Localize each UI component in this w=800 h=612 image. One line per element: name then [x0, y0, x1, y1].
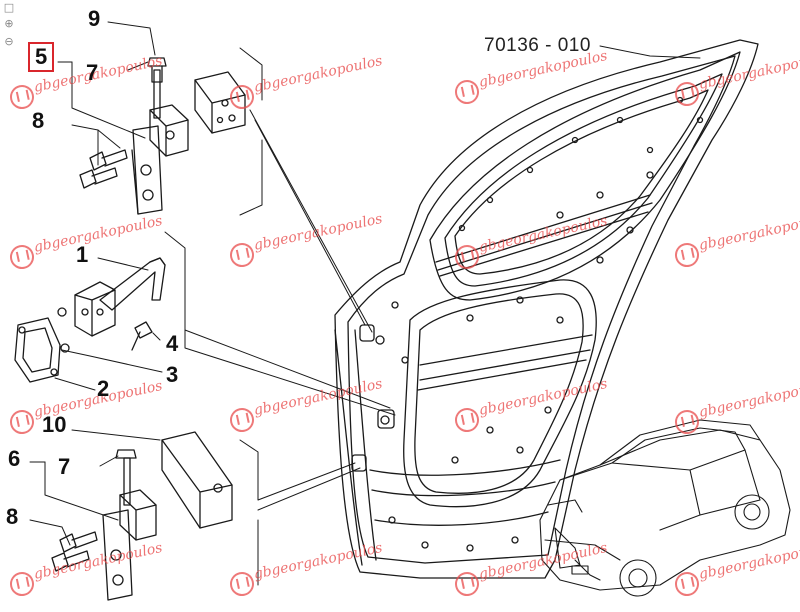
- zoom-out-icon[interactable]: ⊖: [4, 35, 14, 48]
- callout-8-upper[interactable]: 8: [32, 108, 45, 133]
- callout-5-highlighted[interactable]: 5: [28, 42, 55, 72]
- door-shell: [334, 39, 759, 579]
- upper-hinge-assembly: [79, 57, 246, 215]
- callout-2[interactable]: 2: [97, 376, 110, 401]
- callout-7-upper[interactable]: 7: [86, 60, 99, 85]
- fit-page-icon[interactable]: □: [3, 1, 15, 14]
- leader-lines: [29, 21, 701, 586]
- door-check-assembly: [14, 257, 166, 383]
- panel-holes: [375, 96, 704, 552]
- inner-panel-cutout: [403, 279, 597, 508]
- lower-hinge-assembly: [51, 431, 233, 601]
- zoom-in-icon[interactable]: ⊕: [4, 17, 14, 30]
- callout-1[interactable]: 1: [76, 242, 89, 267]
- callout-8-lower[interactable]: 8: [6, 504, 19, 529]
- vehicle-thumbnail: [539, 419, 791, 597]
- callout-4[interactable]: 4: [166, 331, 179, 356]
- callout-7-lower[interactable]: 7: [58, 454, 71, 479]
- callout-3[interactable]: 3: [166, 362, 179, 387]
- window-frame: [429, 51, 741, 301]
- callout-10[interactable]: 10: [42, 412, 67, 437]
- car-body-outline: [539, 429, 791, 591]
- callout-9[interactable]: 9: [88, 6, 101, 31]
- callout-6[interactable]: 6: [8, 446, 21, 471]
- door-outer-outline: [334, 39, 759, 579]
- reference-code: 70136 - 010: [484, 35, 591, 56]
